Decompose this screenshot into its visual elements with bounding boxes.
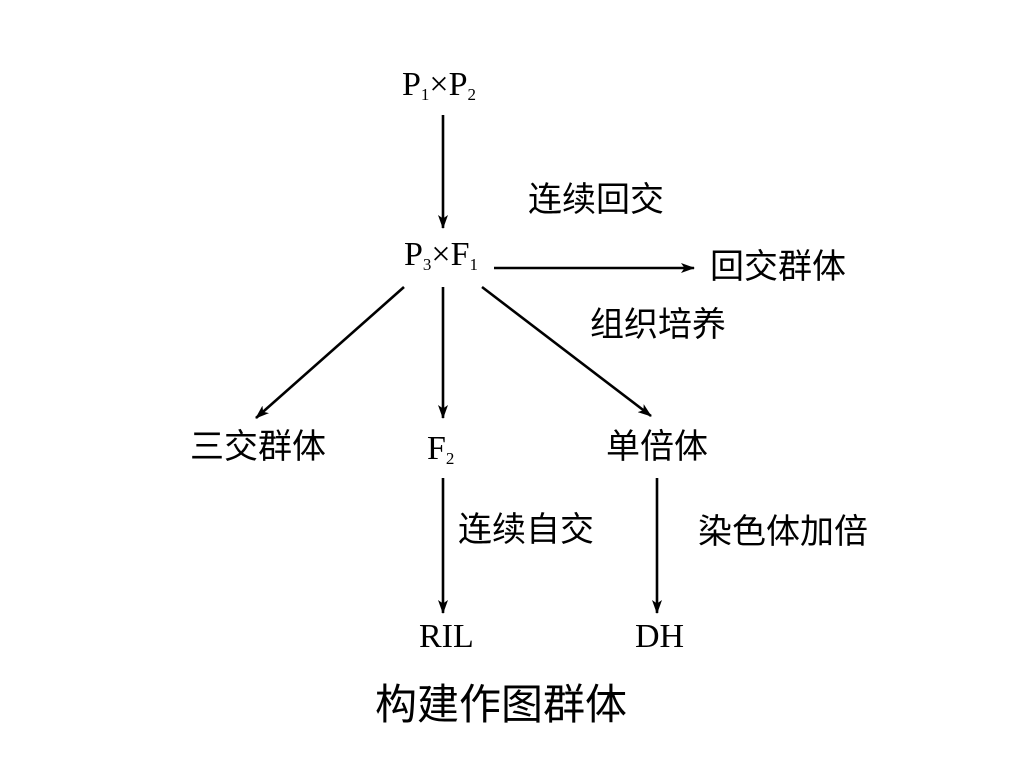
- label-continuous-selfing: 连续自交: [458, 510, 594, 550]
- node-backcross-population: 回交群体: [710, 247, 846, 287]
- node-haploid: 单倍体: [606, 427, 708, 467]
- label-continuous-backcross: 连续回交: [528, 180, 664, 220]
- parent-p3: P: [404, 236, 423, 273]
- generation-f1-subscript: 1: [469, 255, 479, 274]
- arrow-f1-to-haploid: [481, 285, 652, 418]
- diagram-caption: 构建作图群体: [375, 680, 628, 729]
- label-chromosome-doubling: 染色体加倍: [698, 512, 868, 552]
- node-dh: DH: [635, 618, 685, 655]
- arrow-f1-to-three-way-population: [255, 286, 405, 419]
- node-parents-cross: P1×P2: [402, 66, 477, 104]
- generation-f2: F: [427, 430, 446, 467]
- parent-p3-subscript: 3: [422, 255, 432, 274]
- node-f2: F2: [427, 430, 455, 468]
- label-tissue-culture: 组织培养: [590, 305, 726, 345]
- node-three-way-population: 三交群体: [190, 427, 326, 467]
- node-ril: RIL: [419, 618, 474, 655]
- parent-p1-subscript: 1: [420, 85, 430, 104]
- generation-f2-subscript: 2: [445, 449, 455, 468]
- cross-symbol: ×: [429, 66, 449, 103]
- parent-p2-subscript: 2: [467, 85, 477, 104]
- parent-p1: P: [402, 66, 421, 103]
- cross-symbol: ×: [431, 236, 451, 273]
- generation-f1: F: [450, 236, 470, 273]
- parent-p2: P: [448, 66, 468, 103]
- node-p3-f1-cross: P3×F1: [404, 236, 479, 274]
